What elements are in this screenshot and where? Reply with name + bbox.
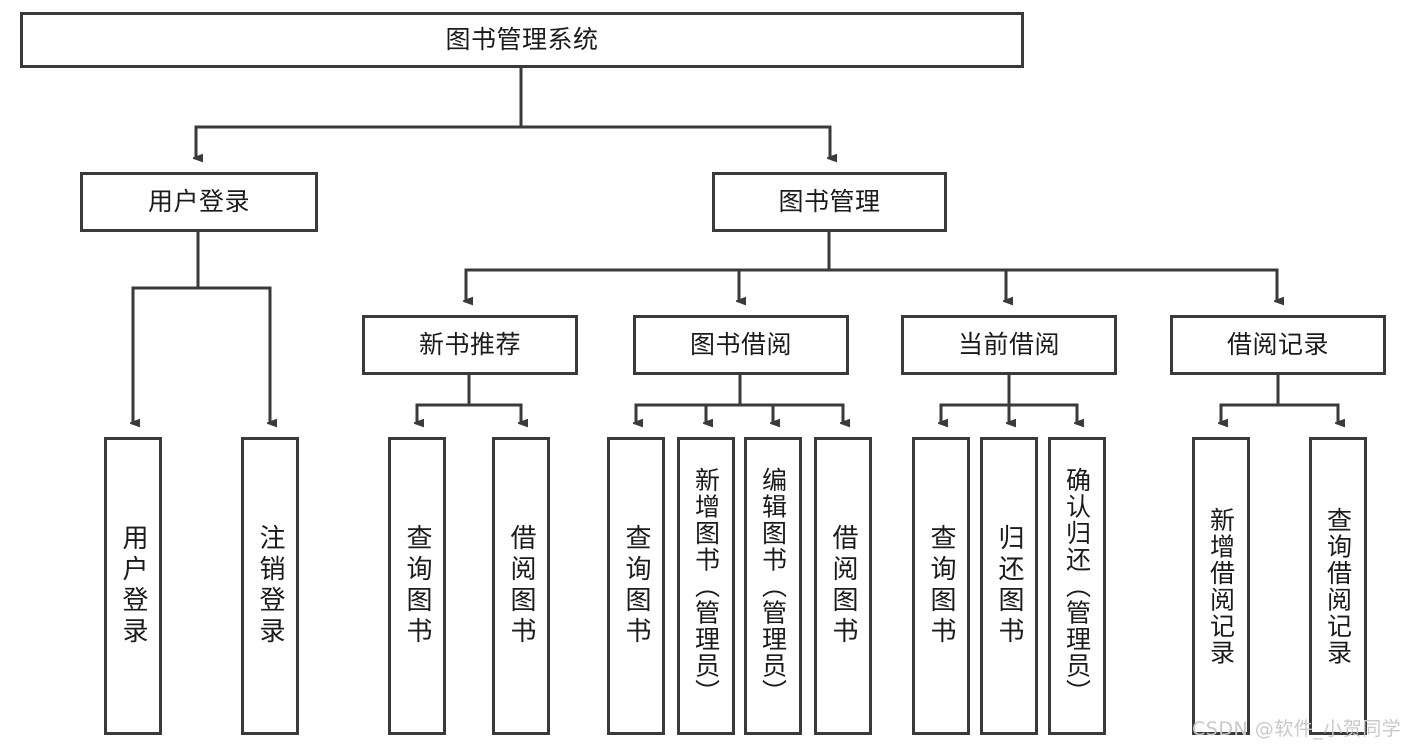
leaf-add-borrow-record[interactable]: 新增借阅记录 [1192, 437, 1250, 735]
node-label: 借阅记录 [1226, 330, 1329, 360]
node-label: 当前借阅 [957, 330, 1060, 360]
node-root-system[interactable]: 图书管理系统 [20, 12, 1024, 68]
leaf-logout[interactable]: 注销登录 [241, 437, 299, 735]
leaf-borrow-book-recommend[interactable]: 借阅图书 [492, 437, 550, 735]
leaf-user-login[interactable]: 用户登录 [104, 437, 162, 735]
node-label: 新书推荐 [418, 330, 521, 360]
node-label: 归还图书 [994, 524, 1024, 648]
node-label: 查询图书 [621, 524, 651, 648]
node-label: 用户登录 [118, 524, 148, 648]
node-label: 查询图书 [926, 524, 956, 648]
node-label: 查询借阅记录 [1323, 506, 1353, 666]
node-label: 借阅图书 [828, 524, 858, 648]
node-label: 注销登录 [255, 524, 285, 648]
node-label: 新增借阅记录 [1206, 506, 1236, 666]
leaf-borrow-book[interactable]: 借阅图书 [814, 437, 872, 735]
node-label: 确认归还（管理员） [1062, 466, 1092, 706]
leaf-confirm-return-admin[interactable]: 确认归还（管理员） [1048, 437, 1106, 735]
node-label: 图书管理系统 [445, 25, 599, 55]
node-borrow-record[interactable]: 借阅记录 [1170, 315, 1386, 375]
node-label: 借阅图书 [506, 524, 536, 648]
node-label: 查询图书 [402, 524, 432, 648]
node-book-management[interactable]: 图书管理 [712, 172, 947, 232]
leaf-add-book-admin[interactable]: 新增图书（管理员） [677, 437, 735, 735]
leaf-return-book[interactable]: 归还图书 [980, 437, 1038, 735]
leaf-query-borrow-record[interactable]: 查询借阅记录 [1309, 437, 1367, 735]
node-user-login[interactable]: 用户登录 [80, 172, 318, 232]
node-label: 图书借阅 [689, 330, 792, 360]
node-label: 用户登录 [147, 187, 250, 217]
node-label: 编辑图书（管理员） [758, 466, 788, 706]
leaf-edit-book-admin[interactable]: 编辑图书（管理员） [744, 437, 802, 735]
node-current-borrow[interactable]: 当前借阅 [901, 315, 1117, 375]
csdn-watermark: CSDN @软件_小贺同学 [1192, 718, 1402, 740]
node-book-borrow[interactable]: 图书借阅 [633, 315, 849, 375]
node-label: 图书管理 [778, 187, 881, 217]
leaf-query-book-current[interactable]: 查询图书 [912, 437, 970, 735]
node-label: 新增图书（管理员） [691, 466, 721, 706]
node-new-book-recommend[interactable]: 新书推荐 [362, 315, 578, 375]
leaf-query-book-borrow[interactable]: 查询图书 [607, 437, 665, 735]
leaf-query-book-recommend[interactable]: 查询图书 [388, 437, 446, 735]
